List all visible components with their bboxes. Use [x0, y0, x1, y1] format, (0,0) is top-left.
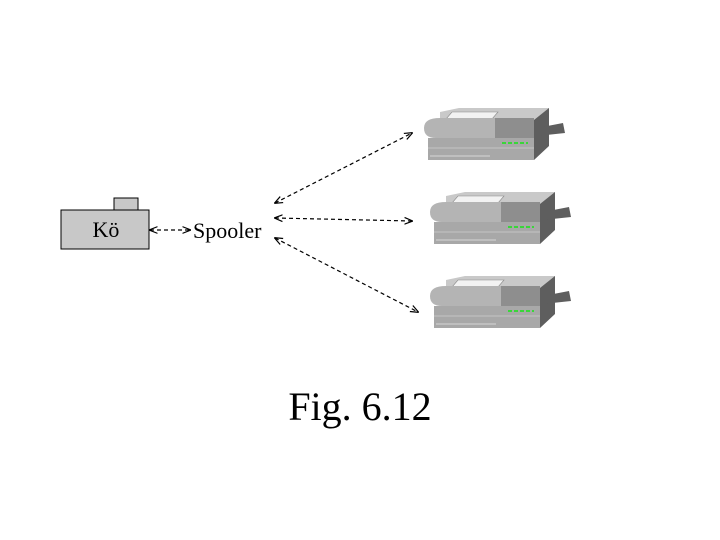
figure-caption: Fig. 6.12 — [288, 384, 432, 429]
spooler-label: Spooler — [193, 218, 262, 243]
spooler-printer-3-arrow — [275, 238, 418, 312]
queue-box: Kö — [60, 197, 150, 250]
spooler-printer-2-arrow — [275, 218, 412, 221]
printer-icon — [423, 107, 566, 161]
printer-icon — [429, 275, 572, 329]
printer-icon — [429, 191, 572, 245]
spooler-printer-1-arrow — [275, 133, 412, 203]
queue-label: Kö — [93, 217, 120, 242]
